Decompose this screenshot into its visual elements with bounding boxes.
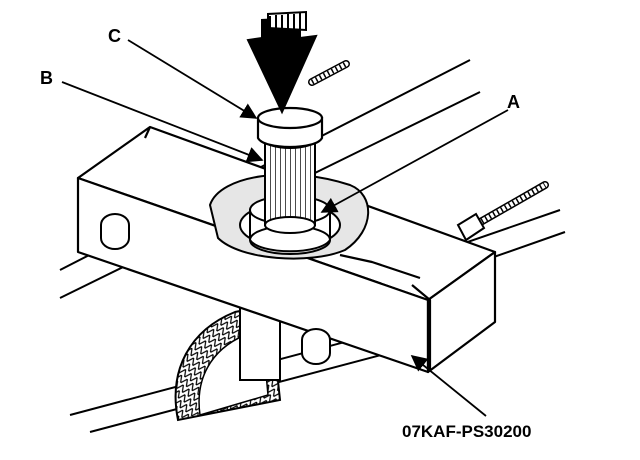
label-a: A xyxy=(507,92,520,112)
label-b: B xyxy=(40,68,53,88)
threaded-rod-right xyxy=(456,181,549,242)
gear xyxy=(174,299,282,422)
leader-line-a xyxy=(320,109,509,213)
bolt-head-right xyxy=(301,328,331,365)
press-cap xyxy=(256,106,324,148)
press-arrow-icon xyxy=(246,10,318,115)
threaded-rod-top xyxy=(308,60,350,86)
shaft xyxy=(264,131,316,234)
leader-line-c xyxy=(127,39,258,119)
leader-line-b xyxy=(61,81,264,163)
leader-lines xyxy=(61,39,509,417)
leader-line-part xyxy=(410,354,487,417)
tool-part-number: 07KAF-PS30200 xyxy=(402,422,531,441)
label-c: C xyxy=(108,26,121,46)
bolt-head-left xyxy=(100,213,130,250)
